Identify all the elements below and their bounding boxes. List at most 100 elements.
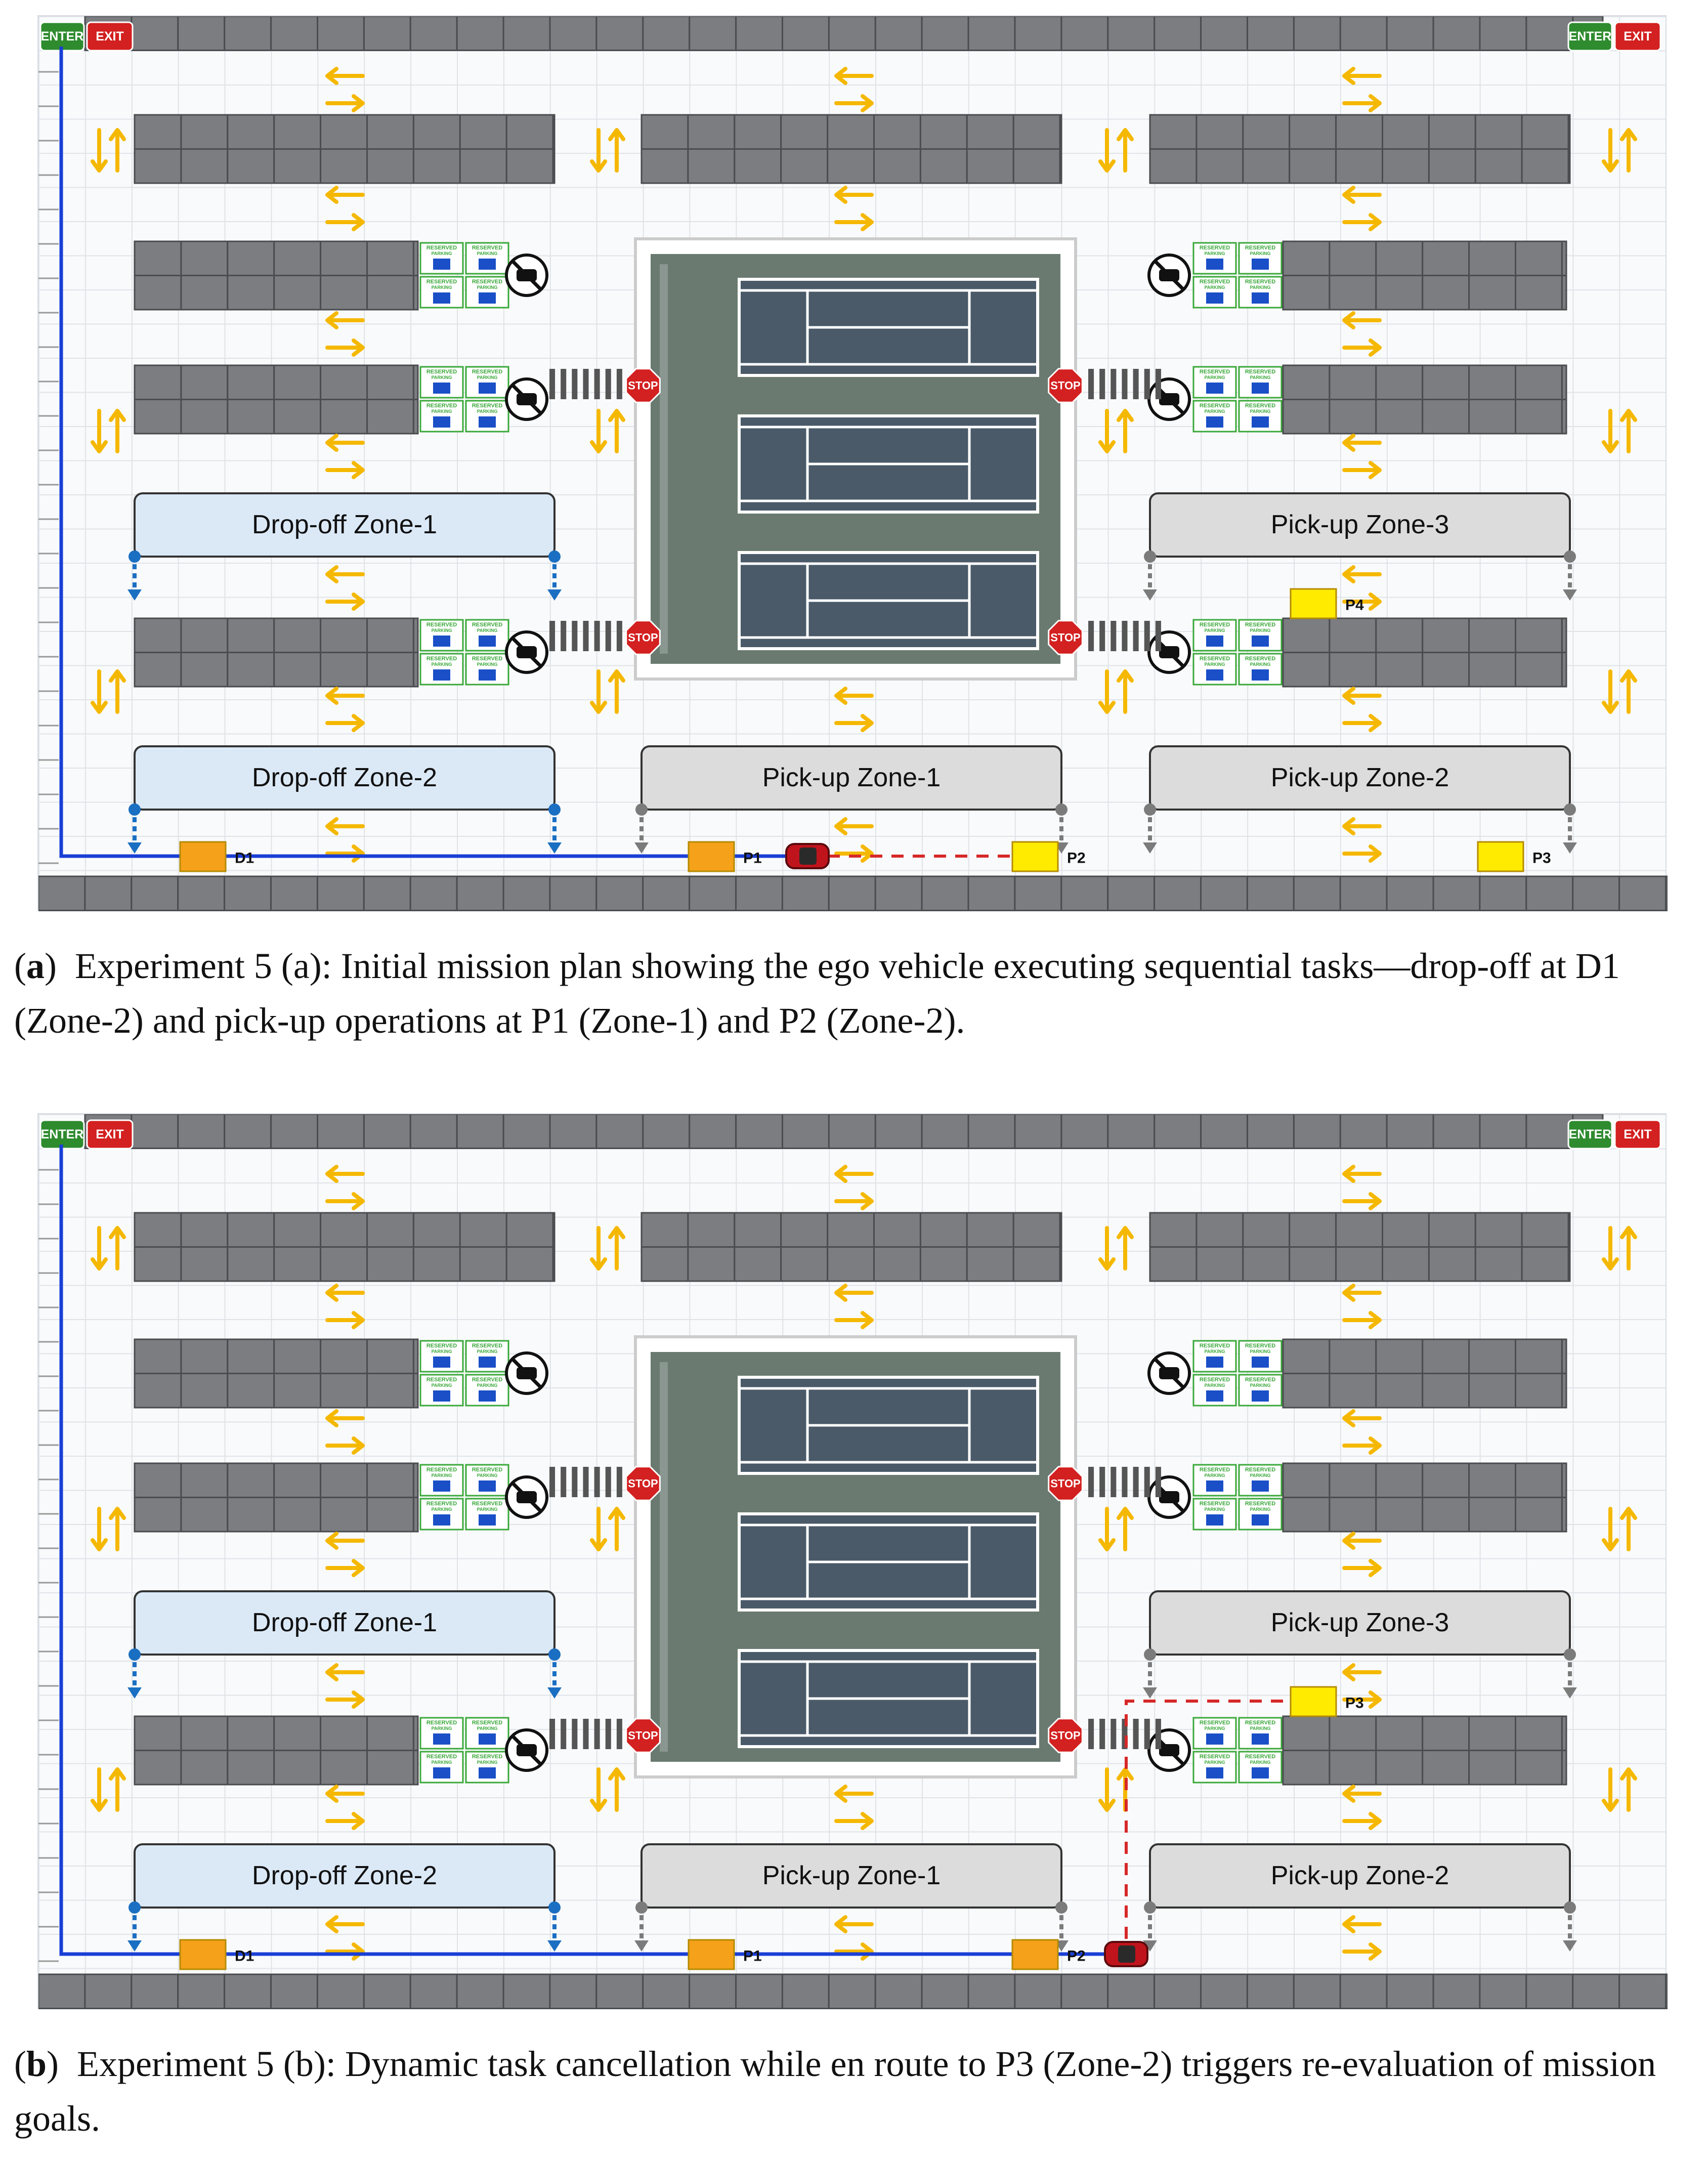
accessible-icon [479, 383, 496, 394]
parking-stall [270, 1114, 319, 1149]
parking-stall [1474, 1246, 1523, 1282]
arrow-left-icon [834, 687, 874, 705]
parking-stall [1428, 1212, 1476, 1248]
caption-b-text: Experiment 5 (b): Dynamic task cancellat… [14, 2044, 1656, 2139]
reserved-parking-block: RESERVEDPARKINGRESERVEDPARKINGRESERVEDPA… [419, 366, 509, 433]
parking-stall [1282, 240, 1331, 276]
parking-stall [131, 16, 179, 51]
reserved-sign-subtext: PARKING [1205, 1383, 1225, 1388]
parking-stall [134, 240, 182, 276]
traffic-arrows-vertical [590, 1226, 625, 1270]
entry-lane-ticks [38, 1169, 59, 1962]
parking-stall [1561, 652, 1567, 688]
arrow-right-icon [325, 94, 365, 112]
no-parking-icon [1147, 630, 1191, 674]
traffic-arrows-vertical [1098, 128, 1134, 173]
parking-stall [227, 1246, 275, 1282]
accessible-icon [479, 259, 496, 270]
no-slash [511, 1358, 542, 1389]
reserved-sign-subtext: PARKING [1205, 375, 1225, 380]
parking-stall [1468, 240, 1517, 276]
reserved-sign-text: RESERVED [426, 622, 457, 628]
arrow-down-icon [590, 409, 607, 453]
parking-stall [735, 16, 783, 51]
parking-stall [366, 148, 414, 184]
crosswalk-upper-left [549, 369, 622, 399]
traffic-arrows-horizontal [834, 817, 874, 863]
arrow-left-icon [1342, 1663, 1382, 1681]
parking-stall [1060, 1973, 1109, 2009]
arrow-left-icon [1342, 1532, 1382, 1550]
parking-stall [1525, 16, 1574, 51]
ego-vehicle-icon [1104, 1941, 1148, 1967]
arrow-left-icon [325, 565, 365, 583]
arrow-left-icon [325, 1532, 365, 1550]
parking-stall [366, 399, 414, 435]
point-marker [1290, 588, 1337, 619]
point-marker [688, 841, 735, 872]
dropoff-zone-1: Drop-off Zone-1 [127, 492, 562, 601]
tennis-court [738, 551, 1039, 650]
arrow-left-icon [834, 1915, 874, 1933]
stall-block-row4-left [134, 1715, 419, 1786]
traffic-arrows-horizontal [1342, 67, 1382, 112]
arrow-left-icon [1342, 565, 1382, 583]
parking-stall [273, 652, 322, 688]
point-label: P2 [1067, 850, 1086, 867]
drop-point-d1: D1 [179, 841, 254, 872]
parking-stall [273, 148, 322, 184]
crosswalk-upper-right [1088, 369, 1161, 399]
parking-stall [180, 1497, 229, 1533]
stop-label: STOP [628, 1729, 658, 1742]
arrow-right-icon [1342, 338, 1382, 357]
accessible-icon [1206, 1390, 1223, 1402]
traffic-arrows-horizontal [325, 67, 365, 112]
arrow-left-icon [834, 1284, 874, 1302]
arrow-down-icon [1098, 1226, 1116, 1270]
arrow-up-icon [608, 409, 625, 453]
parking-stall [1422, 275, 1470, 311]
parking-stall [1339, 1973, 1388, 2009]
parking-stall [1329, 1462, 1377, 1498]
reserved-sign-text: RESERVED [472, 1343, 502, 1349]
parking-stall [273, 275, 322, 311]
parking-stall [409, 1114, 458, 1149]
accessible-icon [1252, 1767, 1269, 1778]
reserved-sign-subtext: PARKING [432, 1473, 452, 1478]
parking-stall [1293, 875, 1341, 911]
badge-label: ENTER [41, 29, 84, 44]
crosswalk-stripe [1088, 1467, 1094, 1497]
parking-stall [1375, 652, 1424, 688]
parking-stall [1375, 1497, 1424, 1533]
reserved-parking-block: RESERVEDPARKINGRESERVEDPARKINGRESERVEDPA… [419, 1340, 509, 1407]
no-parking-icon [505, 1728, 548, 1772]
parking-stall [780, 114, 829, 150]
parking-stall [595, 1114, 644, 1149]
arrow-down-icon [590, 1767, 607, 1812]
arrow-up-icon [109, 1507, 126, 1551]
arrow-up-icon [608, 128, 625, 173]
parking-stall [366, 1497, 414, 1533]
arrow-right-icon [325, 1192, 365, 1210]
no-slash [511, 637, 542, 668]
reserved-sign-text: RESERVED [426, 656, 457, 662]
no-parking-icon [1147, 1351, 1191, 1395]
parking-stall [224, 1973, 272, 2009]
parking-stall [828, 1114, 876, 1149]
pickup-zone-1: Pick-up Zone-1 [634, 1843, 1069, 1952]
reserved-parking-block: RESERVEDPARKINGRESERVEDPARKINGRESERVEDPA… [1192, 1464, 1283, 1531]
parking-stall [1060, 16, 1109, 51]
parking-stall [1329, 1373, 1377, 1409]
no-parking-icon [505, 1475, 548, 1519]
arrow-right-icon [325, 213, 365, 231]
parking-stall [1329, 275, 1377, 311]
crosswalk-stripe [583, 1719, 589, 1749]
parking-stall [1012, 148, 1061, 184]
parking-stall [1107, 1114, 1156, 1149]
parking-stall [919, 1246, 968, 1282]
parking-stall [273, 240, 322, 276]
parking-stall [1375, 275, 1424, 311]
parking-stall [1432, 1114, 1481, 1149]
parking-stall [180, 1373, 229, 1409]
